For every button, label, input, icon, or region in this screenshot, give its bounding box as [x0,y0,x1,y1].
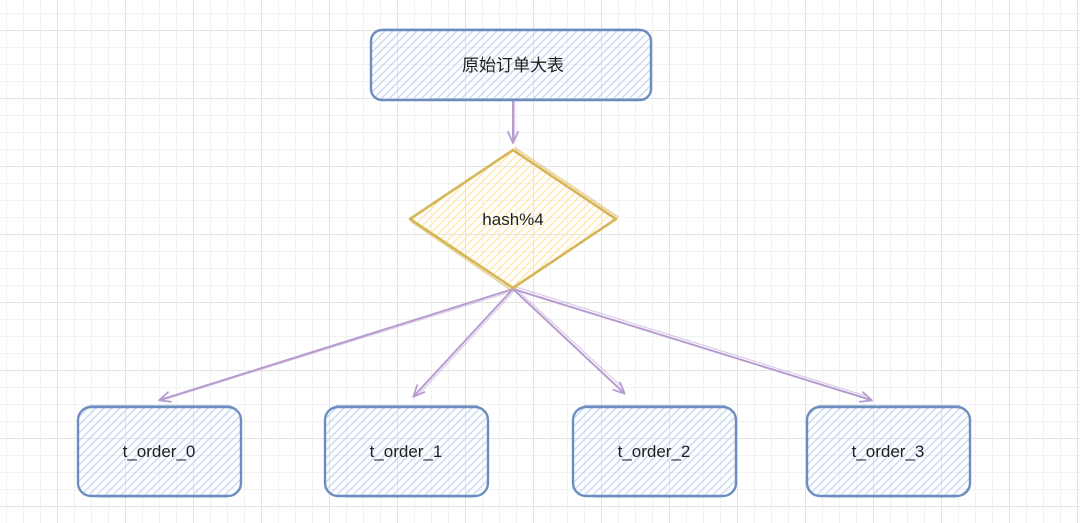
node-shard-0-label: t_order_0 [123,442,196,461]
edge-hash-to-shard0 [158,288,514,403]
node-hash-label: hash%4 [482,210,543,229]
edge-hash-to-shard1 [412,288,514,398]
edges [158,100,873,403]
node-source: 原始订单大表 [369,28,653,102]
edge-hash-to-shard1-sketch [419,289,516,394]
node-shard-1: t_order_1 [323,404,490,498]
edge-hash-to-shard3 [512,288,873,403]
node-shard-3: t_order_3 [805,404,972,498]
node-shard-2-label: t_order_2 [618,442,691,461]
node-hash: hash%4 [408,147,619,291]
node-shard-1-label: t_order_1 [370,442,443,461]
node-shard-3-label: t_order_3 [852,442,925,461]
edge-hash-to-shard3-sketch [515,286,867,397]
node-shard-0: t_order_0 [76,404,243,498]
edge-hash-to-shard2-sketch [514,287,622,387]
node-source-label: 原始订单大表 [462,56,564,75]
edge-hash-to-shard2 [512,288,626,395]
node-shard-2: t_order_2 [571,404,738,498]
edge-hash-to-shard0-sketch [165,290,514,400]
